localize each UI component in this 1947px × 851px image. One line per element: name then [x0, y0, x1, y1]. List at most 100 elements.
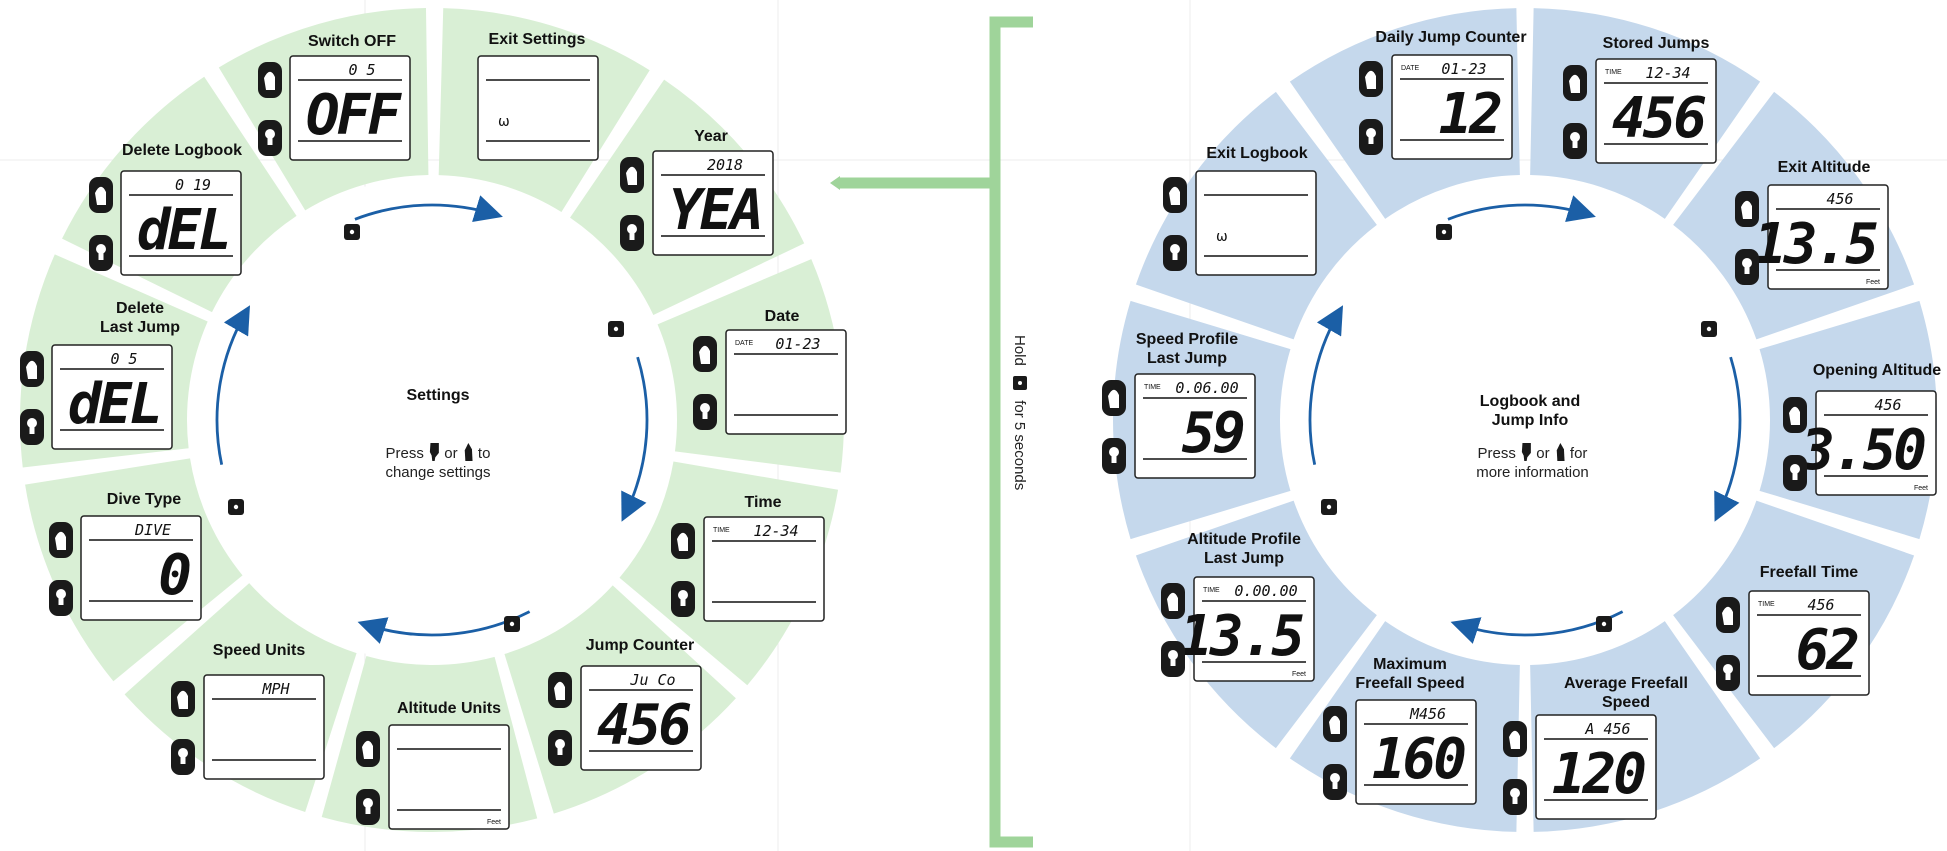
center-button-dot — [1441, 229, 1447, 235]
mode-button-icon — [177, 690, 188, 709]
logbook-4-lcd-prefix: TIME — [1758, 601, 1775, 608]
settings-10-lcd-big-value: dEL — [137, 198, 229, 263]
logbook-7-lcd — [1193, 576, 1315, 682]
logbook-0-lcd — [1391, 54, 1513, 160]
light-button-icon-base — [1725, 673, 1731, 680]
light-button-icon — [627, 224, 637, 234]
light-button-icon-base — [680, 599, 686, 606]
light-button-icon — [1790, 464, 1800, 474]
light-button-icon — [1330, 773, 1340, 783]
settings-cycle-arrow — [215, 305, 251, 465]
settings-9-lcd — [51, 344, 173, 450]
settings-8-lcd-small-value: DIVE — [134, 521, 171, 539]
settings-title: Settings — [406, 387, 470, 404]
logbook-7-lcd-prefix: TIME — [1203, 587, 1220, 594]
light-button-icon — [265, 129, 275, 139]
mode-button-icon — [1741, 200, 1752, 219]
light-button-icon-base — [629, 233, 635, 240]
hold-text-after: for 5 seconds — [1011, 400, 1029, 491]
logbook-2-lcd-unit: Feet — [1866, 279, 1880, 286]
logbook-5-lcd-small-value: A 456 — [1584, 720, 1630, 738]
mode-button-icon — [1509, 730, 1520, 749]
settings-9-lcd-small-value: 0 5 — [110, 350, 137, 368]
logbook-screen-label: Opening Altitude — [1812, 362, 1942, 379]
settings-7-lcd-small-value: MPH — [261, 680, 290, 698]
logbook-3-lcd — [1815, 390, 1937, 496]
settings-0-lcd — [289, 55, 411, 161]
light-button-icon-base — [702, 412, 708, 419]
logbook-press-text: Press — [1477, 445, 1516, 462]
settings-1-lcd-glyph: ω — [498, 114, 510, 130]
center-button-dot — [1326, 504, 1332, 510]
settings-9-lcd-big-value: dEL — [68, 372, 160, 437]
settings-1-lcd — [477, 55, 599, 161]
settings-press-text: Press — [385, 445, 424, 462]
settings-screen-label: Time — [744, 494, 782, 511]
mode-button-icon — [26, 360, 37, 379]
light-button-icon-base — [1512, 797, 1518, 804]
logbook-1-lcd-small-value: 12-34 — [1645, 64, 1690, 82]
settings-10-lcd — [120, 170, 242, 276]
mode-button-icon — [554, 681, 565, 700]
settings-2-lcd — [652, 150, 774, 256]
logbook-6-lcd — [1355, 699, 1477, 805]
light-button-icon — [1723, 664, 1733, 674]
settings-center-disc — [189, 177, 675, 663]
settings-5-lcd-small-value: Ju Co — [629, 671, 675, 689]
light-button-icon-base — [58, 598, 64, 605]
logbook-4-lcd-small-value: 456 — [1807, 596, 1834, 614]
light-button-icon-base — [1744, 267, 1750, 274]
mode-button-icon — [1722, 606, 1733, 625]
settings-screen-label: Jump Counter — [585, 637, 695, 654]
logbook-0-lcd-big-value: 12 — [1439, 82, 1502, 147]
logbook-5-lcd-big-value: 120 — [1552, 742, 1645, 807]
mode-button-icon — [626, 166, 637, 185]
logbook-7-lcd-small-value: 0.00.00 — [1234, 582, 1297, 600]
center-button-dot — [1601, 621, 1607, 627]
light-button-icon — [1521, 443, 1531, 461]
logbook-2-lcd — [1767, 184, 1889, 290]
light-button-icon-base — [1172, 253, 1178, 260]
light-button-icon — [1742, 258, 1752, 268]
logbook-3-lcd-small-value: 456 — [1874, 396, 1901, 414]
logbook-screen-label: Stored Jumps — [1602, 35, 1710, 52]
light-button-icon-base — [1111, 456, 1117, 463]
light-button-icon — [27, 418, 37, 428]
center-button-dot — [509, 621, 515, 627]
mode-button-icon — [1108, 389, 1119, 408]
logbook-screen-label: Average Freefall Speed — [1564, 675, 1688, 711]
logbook-6-lcd-big-value: 160 — [1372, 727, 1465, 792]
light-button-icon-base — [29, 427, 35, 434]
settings-screen-label: Switch OFF — [308, 33, 396, 50]
logbook-7-lcd-unit: Feet — [1292, 671, 1306, 678]
center-button-dot — [1706, 326, 1712, 332]
mode-button-icon — [677, 532, 688, 551]
settings-10-lcd-small-value: 0 19 — [175, 176, 211, 194]
hold-bracket — [989, 16, 1033, 848]
settings-screen-label: Date — [764, 308, 800, 325]
settings-6-lcd-unit: Feet — [487, 819, 501, 826]
logbook-screen-label: Maximum Freefall Speed — [1355, 656, 1465, 692]
settings-3-lcd-small-value: 01-23 — [775, 335, 820, 353]
settings-screen-label: Year — [694, 128, 728, 145]
mode-button-icon — [1169, 186, 1180, 205]
settings-5-lcd — [580, 665, 702, 771]
logbook-8-lcd — [1134, 373, 1256, 479]
light-button-icon-base — [1332, 782, 1338, 789]
logbook-8-lcd-big-value: 59 — [1182, 401, 1244, 466]
logbook-screen-label: Exit Logbook — [1206, 145, 1308, 162]
logbook-instructions: Press or for more information — [1450, 443, 1615, 482]
logbook-9-lcd — [1195, 170, 1317, 276]
light-button-icon-base — [1368, 137, 1374, 144]
light-button-icon — [1109, 447, 1119, 457]
light-button-icon — [429, 443, 439, 461]
settings-7-lcd — [203, 674, 325, 780]
mode-button-icon — [1556, 443, 1565, 461]
light-button-icon — [96, 244, 106, 254]
logbook-screen-label: Speed Profile Last Jump — [1135, 331, 1239, 367]
mode-button-icon — [1569, 74, 1580, 93]
settings-to-text: to — [477, 445, 491, 462]
logbook-4-lcd-big-value: 62 — [1796, 618, 1859, 683]
settings-5-lcd-big-value: 456 — [597, 693, 690, 758]
